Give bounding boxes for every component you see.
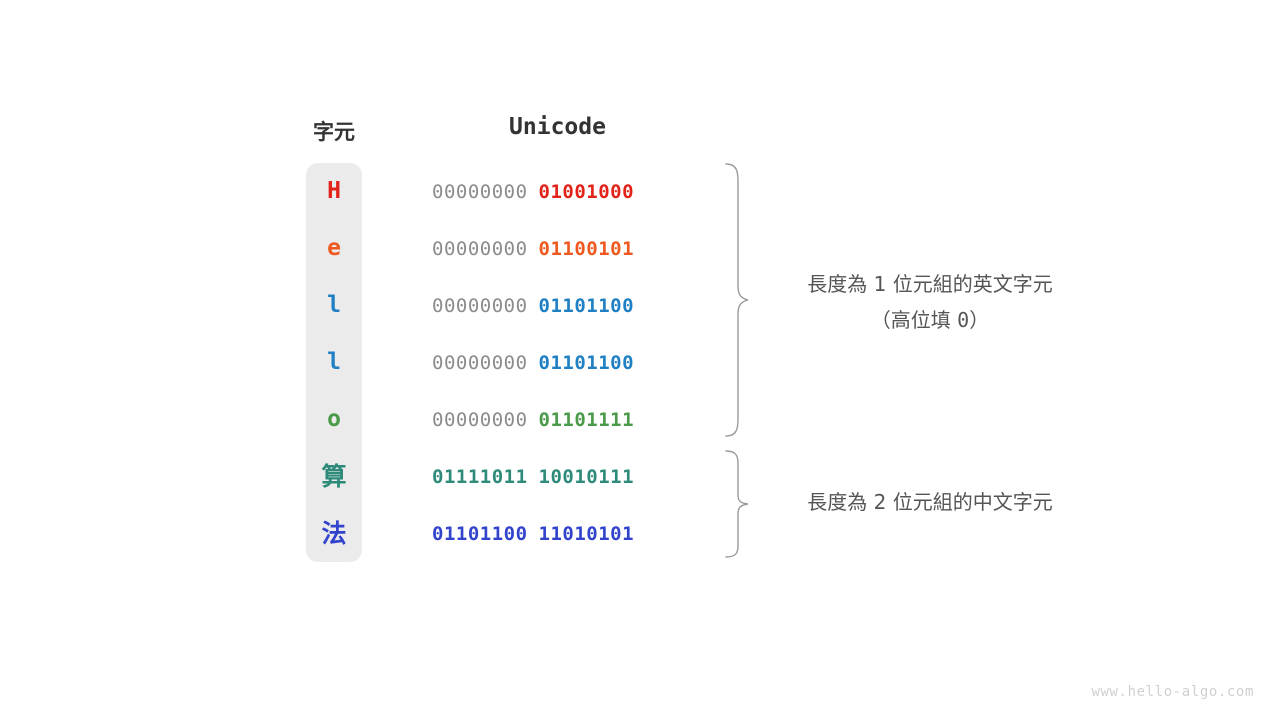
annotation-two-byte: 長度為 2 位元組的中文字元 — [760, 484, 1100, 520]
character-cell: 法 — [306, 505, 362, 562]
binary-byte-low: 01101111 — [538, 408, 635, 431]
annotation-one-byte-line2-value: 0 — [957, 308, 970, 332]
binary-row: 00000000 01100101 — [432, 220, 683, 277]
character-cell: e — [306, 220, 362, 277]
binary-row: 00000000 01101100 — [432, 277, 683, 334]
character-glyph: H — [327, 178, 341, 204]
binary-row: 01111011 10010111 — [432, 448, 683, 505]
binary-row: 00000000 01101100 — [432, 334, 683, 391]
character-cell: o — [306, 391, 362, 448]
annotation-one-byte: 長度為 1 位元組的英文字元 （高位填 0） — [760, 266, 1100, 338]
annotation-two-byte-line1: 長度為 2 位元組的中文字元 — [807, 490, 1053, 514]
binary-byte-padding: 00000000 — [432, 351, 528, 374]
binary-byte-high: 01101100 — [432, 522, 528, 545]
character-glyph: o — [327, 406, 341, 432]
binary-row: 00000000 01001000 — [432, 163, 683, 220]
character-cell: H — [306, 163, 362, 220]
column-header-unicode: Unicode — [509, 114, 606, 140]
annotation-one-byte-line2-suffix: ） — [969, 308, 990, 332]
annotation-one-byte-line1: 長度為 1 位元組的英文字元 — [807, 272, 1053, 296]
brace-one-byte — [725, 163, 749, 437]
annotation-one-byte-line2-prefix: （高位填 — [870, 308, 958, 332]
binary-byte-padding: 00000000 — [432, 180, 528, 203]
character-glyph: e — [327, 235, 341, 261]
character-glyph: 法 — [321, 519, 347, 548]
binary-byte-low: 11010101 — [538, 522, 635, 545]
binary-row: 00000000 01101111 — [432, 391, 683, 448]
character-glyph: l — [327, 292, 341, 318]
character-glyph: l — [327, 349, 341, 375]
character-cell: l — [306, 277, 362, 334]
watermark: www.hello-algo.com — [1091, 684, 1254, 700]
annotation-one-byte-line2: （高位填 0） — [760, 302, 1100, 338]
binary-byte-padding: 00000000 — [432, 408, 528, 431]
brace-two-byte — [725, 450, 749, 558]
binary-byte-padding: 00000000 — [432, 294, 528, 317]
binary-byte-low: 01001000 — [538, 180, 635, 203]
character-column-panel — [306, 163, 362, 562]
binary-row: 01101100 11010101 — [432, 505, 683, 562]
binary-byte-padding: 00000000 — [432, 237, 528, 260]
binary-byte-low: 01100101 — [538, 237, 635, 260]
binary-byte-low: 01101100 — [538, 294, 635, 317]
binary-byte-low: 01101100 — [538, 351, 635, 374]
binary-byte-low: 10010111 — [538, 465, 635, 488]
character-cell: 算 — [306, 448, 362, 505]
character-glyph: 算 — [321, 462, 347, 491]
column-header-character: 字元 — [313, 121, 355, 144]
character-cell: l — [306, 334, 362, 391]
binary-byte-high: 01111011 — [432, 465, 528, 488]
